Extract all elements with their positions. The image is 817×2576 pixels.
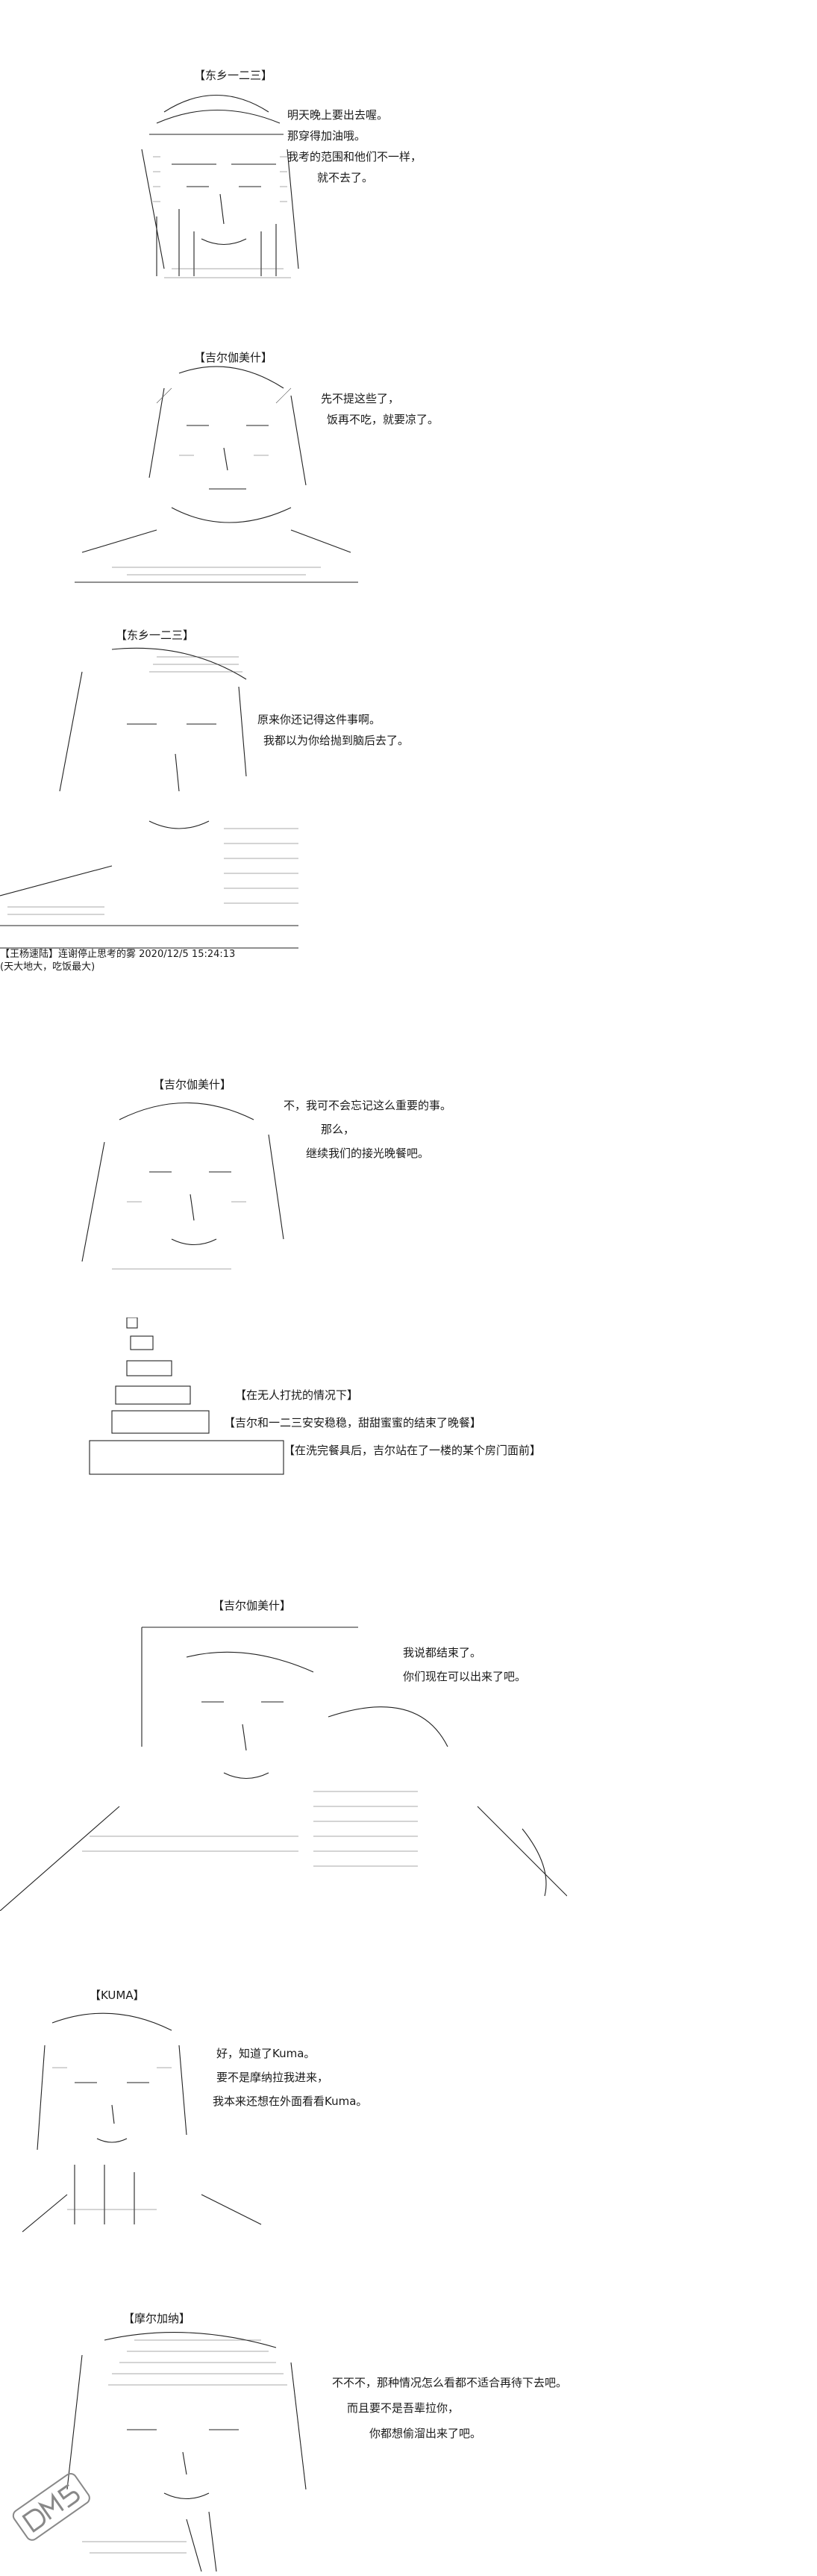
ascii-art-figure <box>67 358 366 597</box>
dialogue-line: 而且要不是吾辈拉你， <box>347 2401 460 2415</box>
stacked-blocks-illustration <box>75 1317 298 1482</box>
narration-box: 【在无人打扰的情况下】 <box>235 1388 359 1402</box>
speaker-name-tag: 【KUMA】 <box>90 1989 145 2002</box>
dialogue-block: 我说都结束了。 你们现在可以出来了吧。 <box>403 1641 526 1688</box>
dialogue-line: 要不是摩纳拉我进来， <box>216 2071 329 2084</box>
dialogue-block: 先不提这些了， 饭再不吃，就要凉了。 <box>321 388 439 430</box>
dialogue-line: 不，我可不会忘记这么重要的事。 <box>284 1099 452 1112</box>
narration-box: 【吉尔和一二三安安稳稳，甜甜蜜蜜的结束了晚餐】 <box>224 1416 482 1429</box>
dialogue-line: 那么， <box>321 1123 355 1136</box>
dialogue-line: 我本来还想在外面看看Kuma。 <box>213 2095 368 2108</box>
narration-box: 【在洗完餐具后，吉尔站在了一楼的某个房门面前】 <box>284 1444 542 1457</box>
panel-6: 【KUMA】 好，知道了Kuma。 要不是摩纳拉我进来， 我本来还想在外面看看K… <box>0 1978 817 2254</box>
dialogue-block: 好，知道了Kuma。 要不是摩纳拉我进来， 我本来还想在外面看看Kuma。 <box>213 2042 367 2113</box>
speaker-name-tag: 【东乡一二三】 <box>194 69 273 82</box>
dialogue-line: 我考的范围和他们不一样， <box>287 150 422 163</box>
dialogue-line: 你都想偷溜出来了吧。 <box>369 2427 482 2440</box>
panel-4: 【吉尔伽美什】 不，我可不会忘记这么重要的事。 那么， 继续我们的接光晚餐吧。 <box>0 1075 817 1493</box>
dialogue-line: 那穿得加油哦。 <box>287 129 366 143</box>
ascii-art-figure <box>0 1612 567 1911</box>
dialogue-line: 先不提这些了， <box>321 392 400 405</box>
speaker-name-tag: 【吉尔伽美什】 <box>153 1078 232 1091</box>
ascii-art-figure <box>60 1090 298 1284</box>
dialogue-block: 不不不，那种情况怎么看都不适合再待下去吧。 而且要不是吾辈拉你， 你都想偷溜出来… <box>332 2370 567 2446</box>
speaker-name-tag: 【摩尔加纳】 <box>123 2312 191 2325</box>
stamp-line: 【王杨速陆】连谢停止思考的雾 2020/12/5 15:24:13 <box>0 949 236 960</box>
dialogue-line: 你们现在可以出来了吧。 <box>403 1670 527 1683</box>
dialogue-block: 不，我可不会忘记这么重要的事。 那么， 继续我们的接光晚餐吧。 <box>284 1094 451 1165</box>
timestamp-stamp: 【王杨速陆】连谢停止思考的雾 2020/12/5 15:24:13 (天大地大，… <box>0 948 235 973</box>
stamp-line: (天大地大，吃饭最大) <box>0 961 96 973</box>
panel-2: 【吉尔伽美什】 先不提这些了， 饭再不吃，就要凉了。 <box>0 328 817 612</box>
ascii-art-figure <box>0 642 298 955</box>
dialogue-line: 明天晚上要出去喔。 <box>287 108 389 122</box>
dialogue-line: 饭再不吃，就要凉了。 <box>327 413 439 426</box>
dialogue-block: 明天晚上要出去喔。 那穿得加油哦。 我考的范围和他们不一样， 就不去了。 <box>287 105 422 188</box>
speaker-name-tag: 【吉尔伽美什】 <box>194 351 273 364</box>
panel-3: 【东乡一二三】 原来你还记得这件事啊。 我都以为你给抛到脑后去了。 【王杨速陆】… <box>0 620 817 1038</box>
panel-5: 【吉尔伽美什】 我说都结束了。 你们现在可以出来了吧。 <box>0 1582 817 1941</box>
watermark-logo <box>7 2460 97 2560</box>
ascii-art-figure <box>22 2000 269 2239</box>
ascii-art-figure <box>37 2325 336 2572</box>
panel-1: 【东乡一二三】 明天晚上要出去喔。 那穿得加油哦。 我考的范围和他们不一样， 就… <box>0 0 817 299</box>
dialogue-line: 不不不，那种情况怎么看都不适合再待下去吧。 <box>332 2376 568 2389</box>
dialogue-block: 原来你还记得这件事啊。 我都以为你给抛到脑后去了。 <box>257 709 409 751</box>
speaker-name-tag: 【东乡一二三】 <box>116 629 195 642</box>
speaker-name-tag: 【吉尔伽美什】 <box>213 1599 292 1612</box>
dialogue-line: 我说都结束了。 <box>403 1646 482 1659</box>
dialogue-line: 原来你还记得这件事啊。 <box>257 713 381 726</box>
dialogue-line: 就不去了。 <box>317 171 374 184</box>
dialogue-line: 继续我们的接光晚餐吧。 <box>306 1147 430 1160</box>
panel-7: 【摩尔加纳】 不不不，那种情况怎么看都不适合再待下去吧。 而且要不是吾辈拉你， … <box>0 2292 817 2576</box>
dialogue-line: 好，知道了Kuma。 <box>216 2047 316 2060</box>
dialogue-line: 我都以为你给抛到脑后去了。 <box>263 734 410 747</box>
ascii-art-figure <box>112 82 321 291</box>
